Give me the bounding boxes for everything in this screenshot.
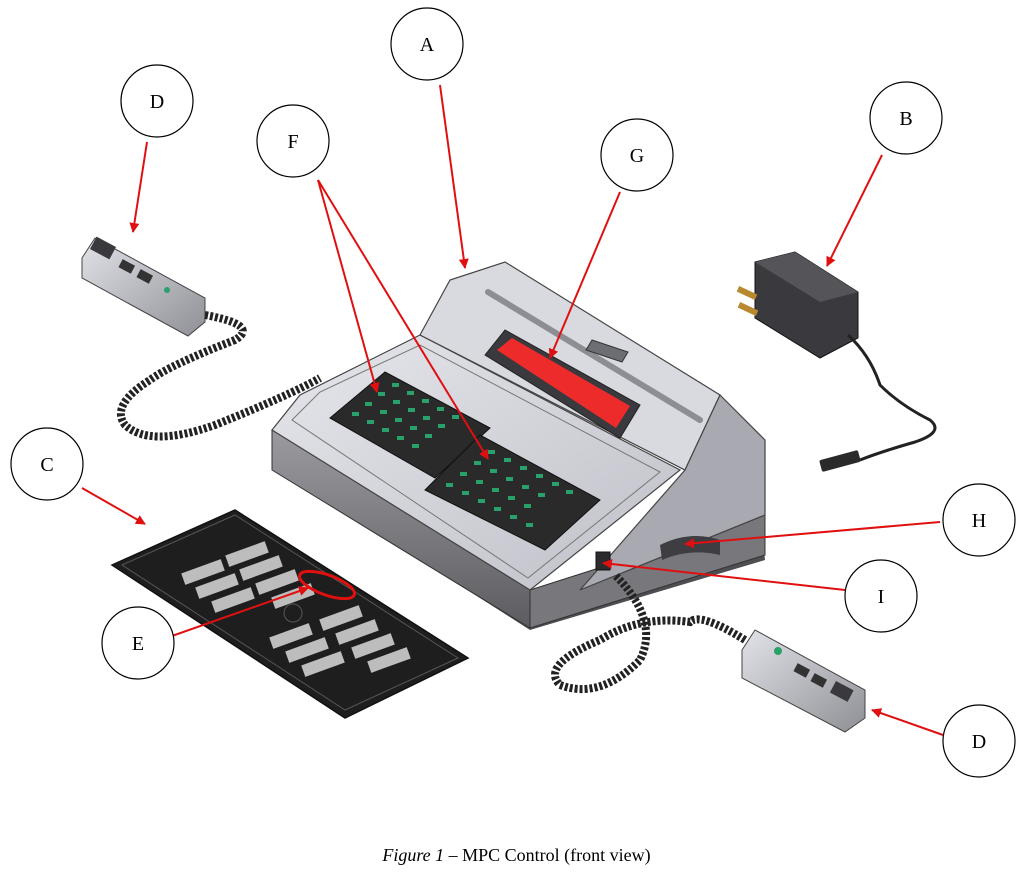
svg-text:C: C: [40, 454, 53, 476]
caption-text: MPC Control (front view): [462, 845, 651, 865]
callout-arrows: [81, 84, 944, 736]
callout-d-right: D: [942, 704, 1016, 778]
callout-f: F: [256, 104, 330, 178]
keypad-left: [329, 371, 491, 479]
callout-e: E: [101, 606, 175, 680]
power-adapter: [736, 251, 937, 472]
figure-caption: Figure 1 – MPC Control (front view): [0, 845, 1033, 866]
callout-i: I: [844, 559, 918, 633]
svg-text:I: I: [878, 586, 885, 608]
callouts: A B C D D E F G: [10, 7, 1016, 778]
callout-g: G: [600, 118, 674, 192]
callout-a: A: [390, 7, 464, 81]
cable-jack: [595, 551, 611, 571]
svg-text:B: B: [899, 108, 912, 130]
callout-d-left: D: [120, 64, 194, 138]
callout-h: H: [942, 483, 1016, 557]
svg-text:H: H: [972, 510, 986, 532]
display-screen: [497, 338, 630, 428]
keypad-overlay: [110, 509, 470, 719]
caption-separator: –: [444, 845, 463, 865]
svg-text:G: G: [630, 145, 644, 167]
svg-text:D: D: [972, 731, 986, 753]
overlay-key-pads: [181, 541, 411, 677]
handheld-remote-right: [551, 572, 866, 733]
mpc-console: [271, 261, 766, 630]
svg-text:A: A: [420, 34, 435, 56]
svg-text:F: F: [287, 131, 298, 153]
handheld-remote-left: [81, 236, 322, 441]
callout-c: C: [10, 427, 84, 501]
highlight-ring: [298, 569, 356, 601]
figure-number: Figure 1: [382, 845, 445, 865]
keypad-right: [424, 434, 601, 551]
svg-text:D: D: [150, 91, 164, 113]
svg-text:E: E: [132, 633, 144, 655]
callout-b: B: [869, 81, 943, 155]
